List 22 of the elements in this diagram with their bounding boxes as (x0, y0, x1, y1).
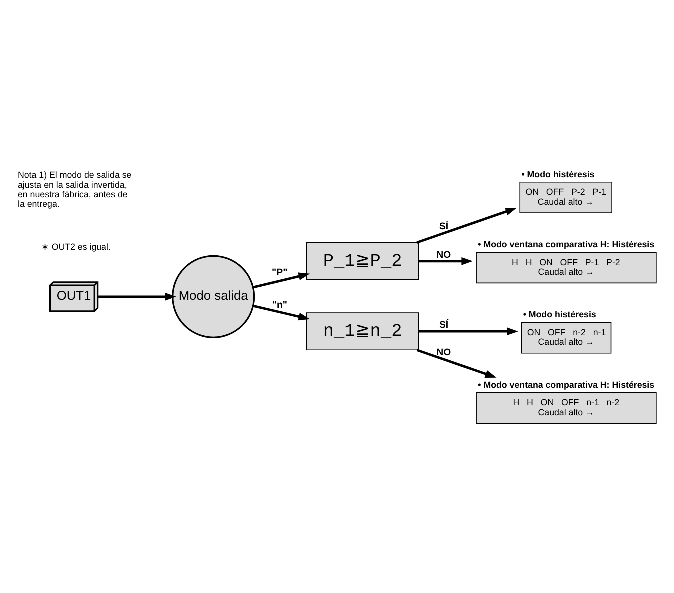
edge-label: "n" (272, 300, 288, 311)
arrow (253, 272, 310, 289)
arrow (419, 257, 474, 266)
edge-label: SÍ (439, 320, 449, 332)
arrow (253, 304, 310, 321)
node-label: • Modo histéresis (523, 310, 596, 320)
node-label: • Modo ventana comparativa H: Histéresis (478, 240, 655, 250)
node-circle: Modo salida (172, 255, 256, 338)
node-label: • Modo histéresis (522, 169, 595, 180)
node-label: • Modo ventana comparativa H: Histéresis (478, 380, 655, 390)
arrow (416, 208, 518, 244)
arrow (416, 349, 497, 378)
label: Nota 1) El modo de salida se ajusta en la salida invertida, en nuestra fábrica, antes de la entrega. (18, 170, 132, 210)
label: ∗ OUT2 es igual. (41, 242, 111, 252)
arrow (98, 292, 176, 301)
edge-label: SÍ (439, 222, 449, 233)
edge-label: NO (436, 250, 452, 261)
arrow (419, 328, 519, 336)
edge-label: "P" (272, 268, 288, 279)
edge-label: NO (436, 347, 452, 358)
node-box: n_1≧n_2 (306, 312, 420, 351)
node-box: P_1≧P_2 (306, 242, 420, 280)
